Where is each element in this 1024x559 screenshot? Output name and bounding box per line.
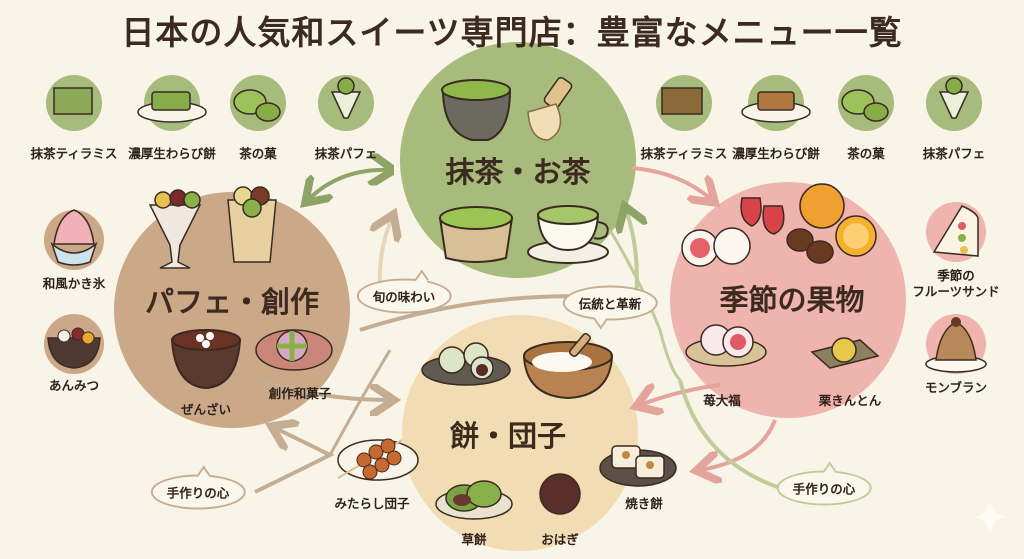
zenzai-bowl-icon — [170, 329, 242, 390]
arc-handmade-right — [678, 379, 781, 490]
item-label-matcha-tiramisu-right: 抹茶ティラミス — [640, 146, 728, 161]
arrow-parfait-mochi — [261, 378, 390, 400]
bubble-dentou-to-kakushin: 伝統と革新 — [562, 285, 658, 321]
matcha-latte-icon — [527, 205, 609, 264]
wooden-matcha-cup-icon — [438, 206, 514, 263]
ohagi-icon — [539, 473, 581, 515]
item-label-matcha-parfait: 抹茶パフェ — [314, 146, 378, 161]
chasen-whisk-icon — [527, 76, 573, 141]
item-label-warabi-mochi-right: 濃厚生わらび餅 — [732, 146, 820, 161]
item-label-matcha-parfait-right: 抹茶パフェ — [922, 146, 986, 161]
item-label-mont-blanc: モンブラン — [924, 380, 988, 395]
hub-label-matcha: 抹茶・お茶 — [445, 155, 591, 189]
kuri-kinton-icon — [810, 337, 880, 369]
ichigo-daifuku-top-icon — [681, 227, 751, 267]
bubble-tezukuri-left: 手作りの心 — [150, 474, 246, 510]
hub-label-fruit: 季節の果物 — [719, 283, 865, 317]
item-label-fruit-sando-line2: フルーツサンド — [912, 284, 1000, 299]
item-label-kakigori: 和風かき氷 — [42, 276, 106, 291]
bubble-tezukuri-right: 手作りの心 — [776, 470, 872, 506]
item-label-mitarashi-dango: みたらし団子 — [334, 496, 410, 511]
item-label-kusa-mochi: 草餅 — [461, 532, 487, 547]
item-label-yaki-mochi: 焼き餅 — [625, 496, 663, 511]
item-label-sousaku-wagashi: 創作和菓子 — [268, 386, 332, 401]
arrow-fruit-mochi — [640, 385, 721, 405]
oranges-chestnuts-icon — [786, 183, 877, 264]
item-label-kuri-kinton: 栗きんとん — [818, 393, 882, 408]
yomogi-manju-plate-icon — [421, 342, 511, 386]
parfait-tall-glass-icon — [227, 186, 277, 263]
parfait-glass-icon — [148, 189, 202, 269]
arc-green-right — [608, 229, 682, 382]
arc-handmade-left — [328, 349, 392, 456]
hub-label-parfait: パフェ・創作 — [144, 285, 320, 319]
arrow-handmade-left — [254, 428, 335, 494]
arrow-fruit-down — [700, 419, 777, 470]
item-label-fruit-sando-line1: 季節の — [937, 268, 975, 283]
item-label-cha-no-ka: 茶の菓 — [239, 146, 277, 161]
page-title: 日本の人気和スイーツ専門店：豊富なメニュー一覧 — [121, 13, 903, 52]
bubble-shun-no-ajiwai: 旬の味わい — [356, 278, 452, 314]
item-label-ohagi: おはぎ — [541, 532, 579, 547]
hub-label-mochi: 餅・団子 — [449, 419, 567, 453]
item-label-zenzai: ぜんざい — [180, 402, 232, 417]
arrow-matcha-fruit — [631, 166, 712, 200]
mortar-bowl-icon — [522, 332, 614, 400]
item-label-anmitsu: あんみつ — [48, 378, 100, 393]
sousaku-wagashi-icon — [255, 329, 333, 371]
mitarashi-dango-icon — [337, 438, 419, 481]
strawberries-icon — [740, 197, 785, 235]
item-label-ichigo-daifuku: 苺大福 — [703, 393, 741, 408]
item-label-warabi-mochi: 濃厚生わらび餅 — [128, 146, 216, 161]
matcha-bowl-icon — [441, 79, 512, 141]
item-label-cha-no-ka-right: 茶の菓 — [847, 146, 885, 161]
yaki-mochi-icon — [599, 445, 677, 487]
item-label-matcha-tiramisu: 抹茶ティラミス — [30, 146, 118, 161]
kusa-mochi-icon — [435, 480, 513, 520]
ichigo-daifuku-plate-icon — [685, 324, 767, 367]
arrow-matcha-parfait — [308, 170, 390, 200]
sparkle-icon — [974, 500, 1006, 534]
